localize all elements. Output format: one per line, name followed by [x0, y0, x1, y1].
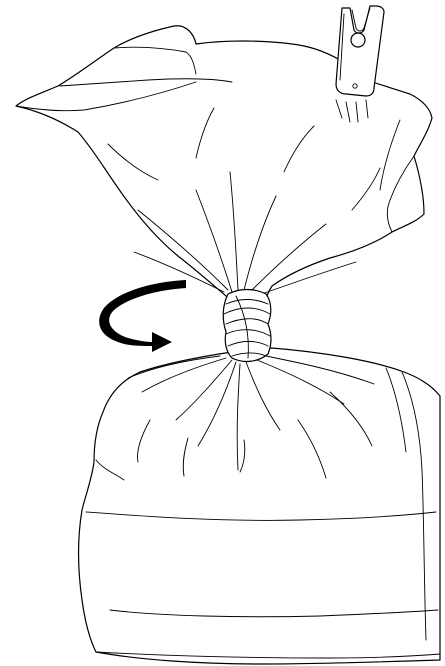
curved-rotation-arrow-icon — [99, 280, 186, 352]
bag-clip-icon — [336, 6, 384, 96]
twist-knot — [223, 290, 271, 362]
clip-body — [336, 6, 384, 96]
bag-body — [79, 348, 440, 664]
arrow-body — [99, 280, 186, 352]
clip-hole — [351, 33, 365, 47]
knot-outline — [223, 290, 271, 362]
